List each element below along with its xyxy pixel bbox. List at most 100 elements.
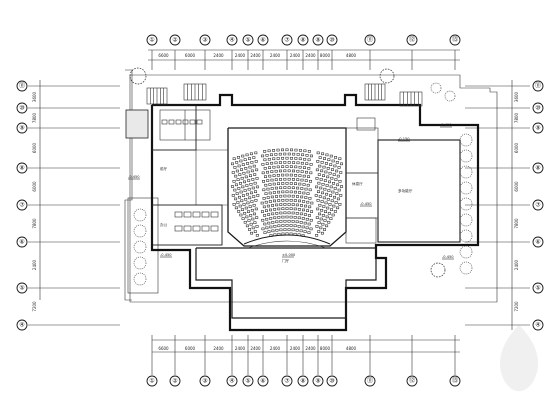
level-tag: -0.450 xyxy=(360,202,372,206)
seat xyxy=(329,194,333,197)
seat xyxy=(291,211,295,215)
axis-label-right: ⑩ xyxy=(535,105,540,112)
seat xyxy=(324,201,328,205)
seat xyxy=(275,212,279,215)
seat xyxy=(285,215,289,219)
seat xyxy=(266,170,269,174)
seat xyxy=(315,216,319,219)
seat xyxy=(326,175,330,179)
site-outline xyxy=(124,69,498,303)
seat xyxy=(233,188,237,192)
seat xyxy=(250,231,254,235)
seat xyxy=(285,224,289,227)
dashed-circles xyxy=(129,67,446,278)
seat xyxy=(255,225,259,228)
seat xyxy=(310,201,314,205)
seat xyxy=(279,220,283,223)
seat xyxy=(273,208,277,211)
axis-bubble-top xyxy=(242,34,254,46)
seat xyxy=(289,173,293,177)
seat xyxy=(267,221,271,225)
axis-bubble-left xyxy=(16,319,28,331)
seat xyxy=(323,157,326,160)
dim-bottom: 8000 xyxy=(320,346,331,351)
seat xyxy=(319,217,323,221)
seat xyxy=(305,154,309,157)
seat xyxy=(263,222,267,226)
seat xyxy=(293,224,297,228)
seat xyxy=(254,160,258,163)
seat xyxy=(291,194,295,198)
dim-top: 2400 xyxy=(290,53,301,58)
seat xyxy=(246,162,250,165)
seat xyxy=(291,220,295,223)
seat xyxy=(249,222,253,226)
seat xyxy=(338,203,342,206)
seat xyxy=(240,168,244,171)
seat xyxy=(244,167,248,170)
fixture xyxy=(168,119,175,125)
dim-bottom: 2400 xyxy=(235,346,246,351)
seat xyxy=(291,228,295,232)
seat xyxy=(266,196,270,199)
seat xyxy=(267,157,271,161)
seat xyxy=(243,180,247,184)
seat xyxy=(298,157,302,161)
seat xyxy=(277,216,281,219)
seat xyxy=(247,187,251,191)
seat xyxy=(265,226,269,230)
seat xyxy=(279,178,283,181)
seat xyxy=(293,199,297,202)
seat xyxy=(331,159,335,163)
seat xyxy=(266,179,270,182)
seat xyxy=(264,183,268,187)
seat xyxy=(249,191,253,195)
seat xyxy=(245,153,249,157)
seat xyxy=(249,214,253,217)
axis-label-bottom: ⑨ xyxy=(315,378,320,385)
seat xyxy=(274,169,278,173)
seat xyxy=(270,161,274,165)
label-right-small: 休息厅 xyxy=(352,181,363,186)
axis-label-bottom: ⑤ xyxy=(245,378,250,385)
axis-label-top: ④ xyxy=(229,37,234,44)
seat xyxy=(300,170,304,173)
dim-left: 2400 xyxy=(32,259,37,270)
axis-label-right: ⑤ xyxy=(535,285,540,292)
axis-label-left: ⑥ xyxy=(19,239,24,246)
seat xyxy=(305,162,309,166)
seat xyxy=(308,205,312,209)
seat xyxy=(244,175,248,179)
axis-bubble-right xyxy=(532,236,544,248)
seat xyxy=(261,227,265,231)
seat xyxy=(333,195,336,199)
seat xyxy=(302,200,306,203)
seat xyxy=(255,233,259,237)
dim-right: 2400 xyxy=(514,259,519,270)
tree-icon xyxy=(459,197,473,211)
axis-bubble-bottom xyxy=(146,375,158,387)
seat xyxy=(322,165,326,169)
seat xyxy=(239,213,243,217)
tree-icon xyxy=(133,224,147,238)
seat xyxy=(293,207,297,211)
seat xyxy=(323,187,327,191)
seat xyxy=(307,214,311,217)
tree-icon xyxy=(133,240,147,254)
seat xyxy=(327,158,331,161)
seat xyxy=(276,174,280,177)
seat xyxy=(295,195,299,198)
seat xyxy=(243,158,247,161)
seat xyxy=(319,226,323,230)
seat xyxy=(254,151,258,155)
tree-icon xyxy=(459,133,473,147)
seat xyxy=(287,152,291,156)
axis-bubble-bottom xyxy=(406,375,418,387)
axis-bubble-left xyxy=(16,80,28,92)
seat xyxy=(283,219,287,223)
seat xyxy=(244,206,248,210)
seat xyxy=(251,186,255,190)
axis-bubble-left xyxy=(16,122,28,134)
